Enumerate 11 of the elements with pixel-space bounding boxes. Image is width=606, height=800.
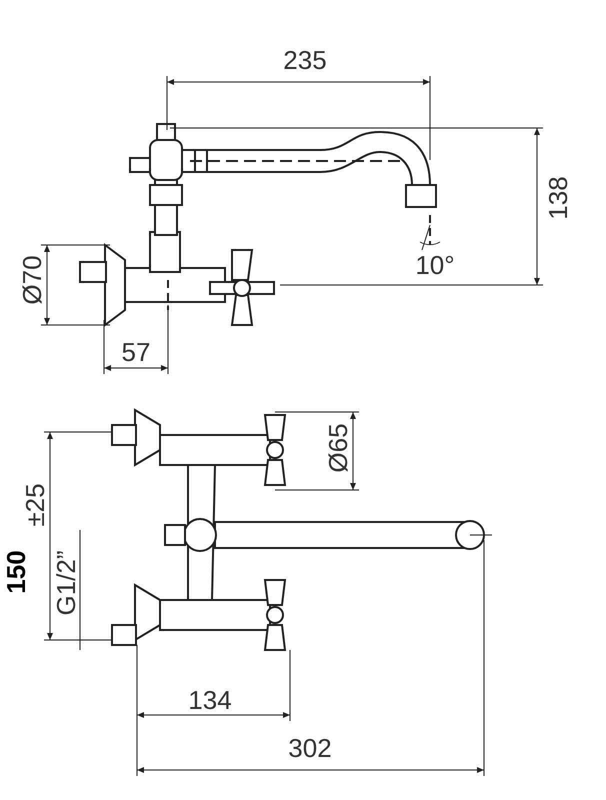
dimension-value: 134 (188, 687, 232, 713)
dimension-value: 302 (288, 735, 332, 761)
dimension-value: G1/2” (53, 550, 79, 616)
dimension-value: Ø70 (19, 255, 45, 305)
dimension-value: 235 (283, 47, 327, 73)
dimension-value: 10° (415, 252, 455, 278)
dimension-value: 138 (545, 176, 571, 220)
dimension-value: Ø65 (325, 423, 351, 473)
dimension-value: ±25 (22, 483, 48, 527)
dimension-value: 57 (122, 339, 150, 365)
dimension-value: 150 (3, 550, 29, 594)
